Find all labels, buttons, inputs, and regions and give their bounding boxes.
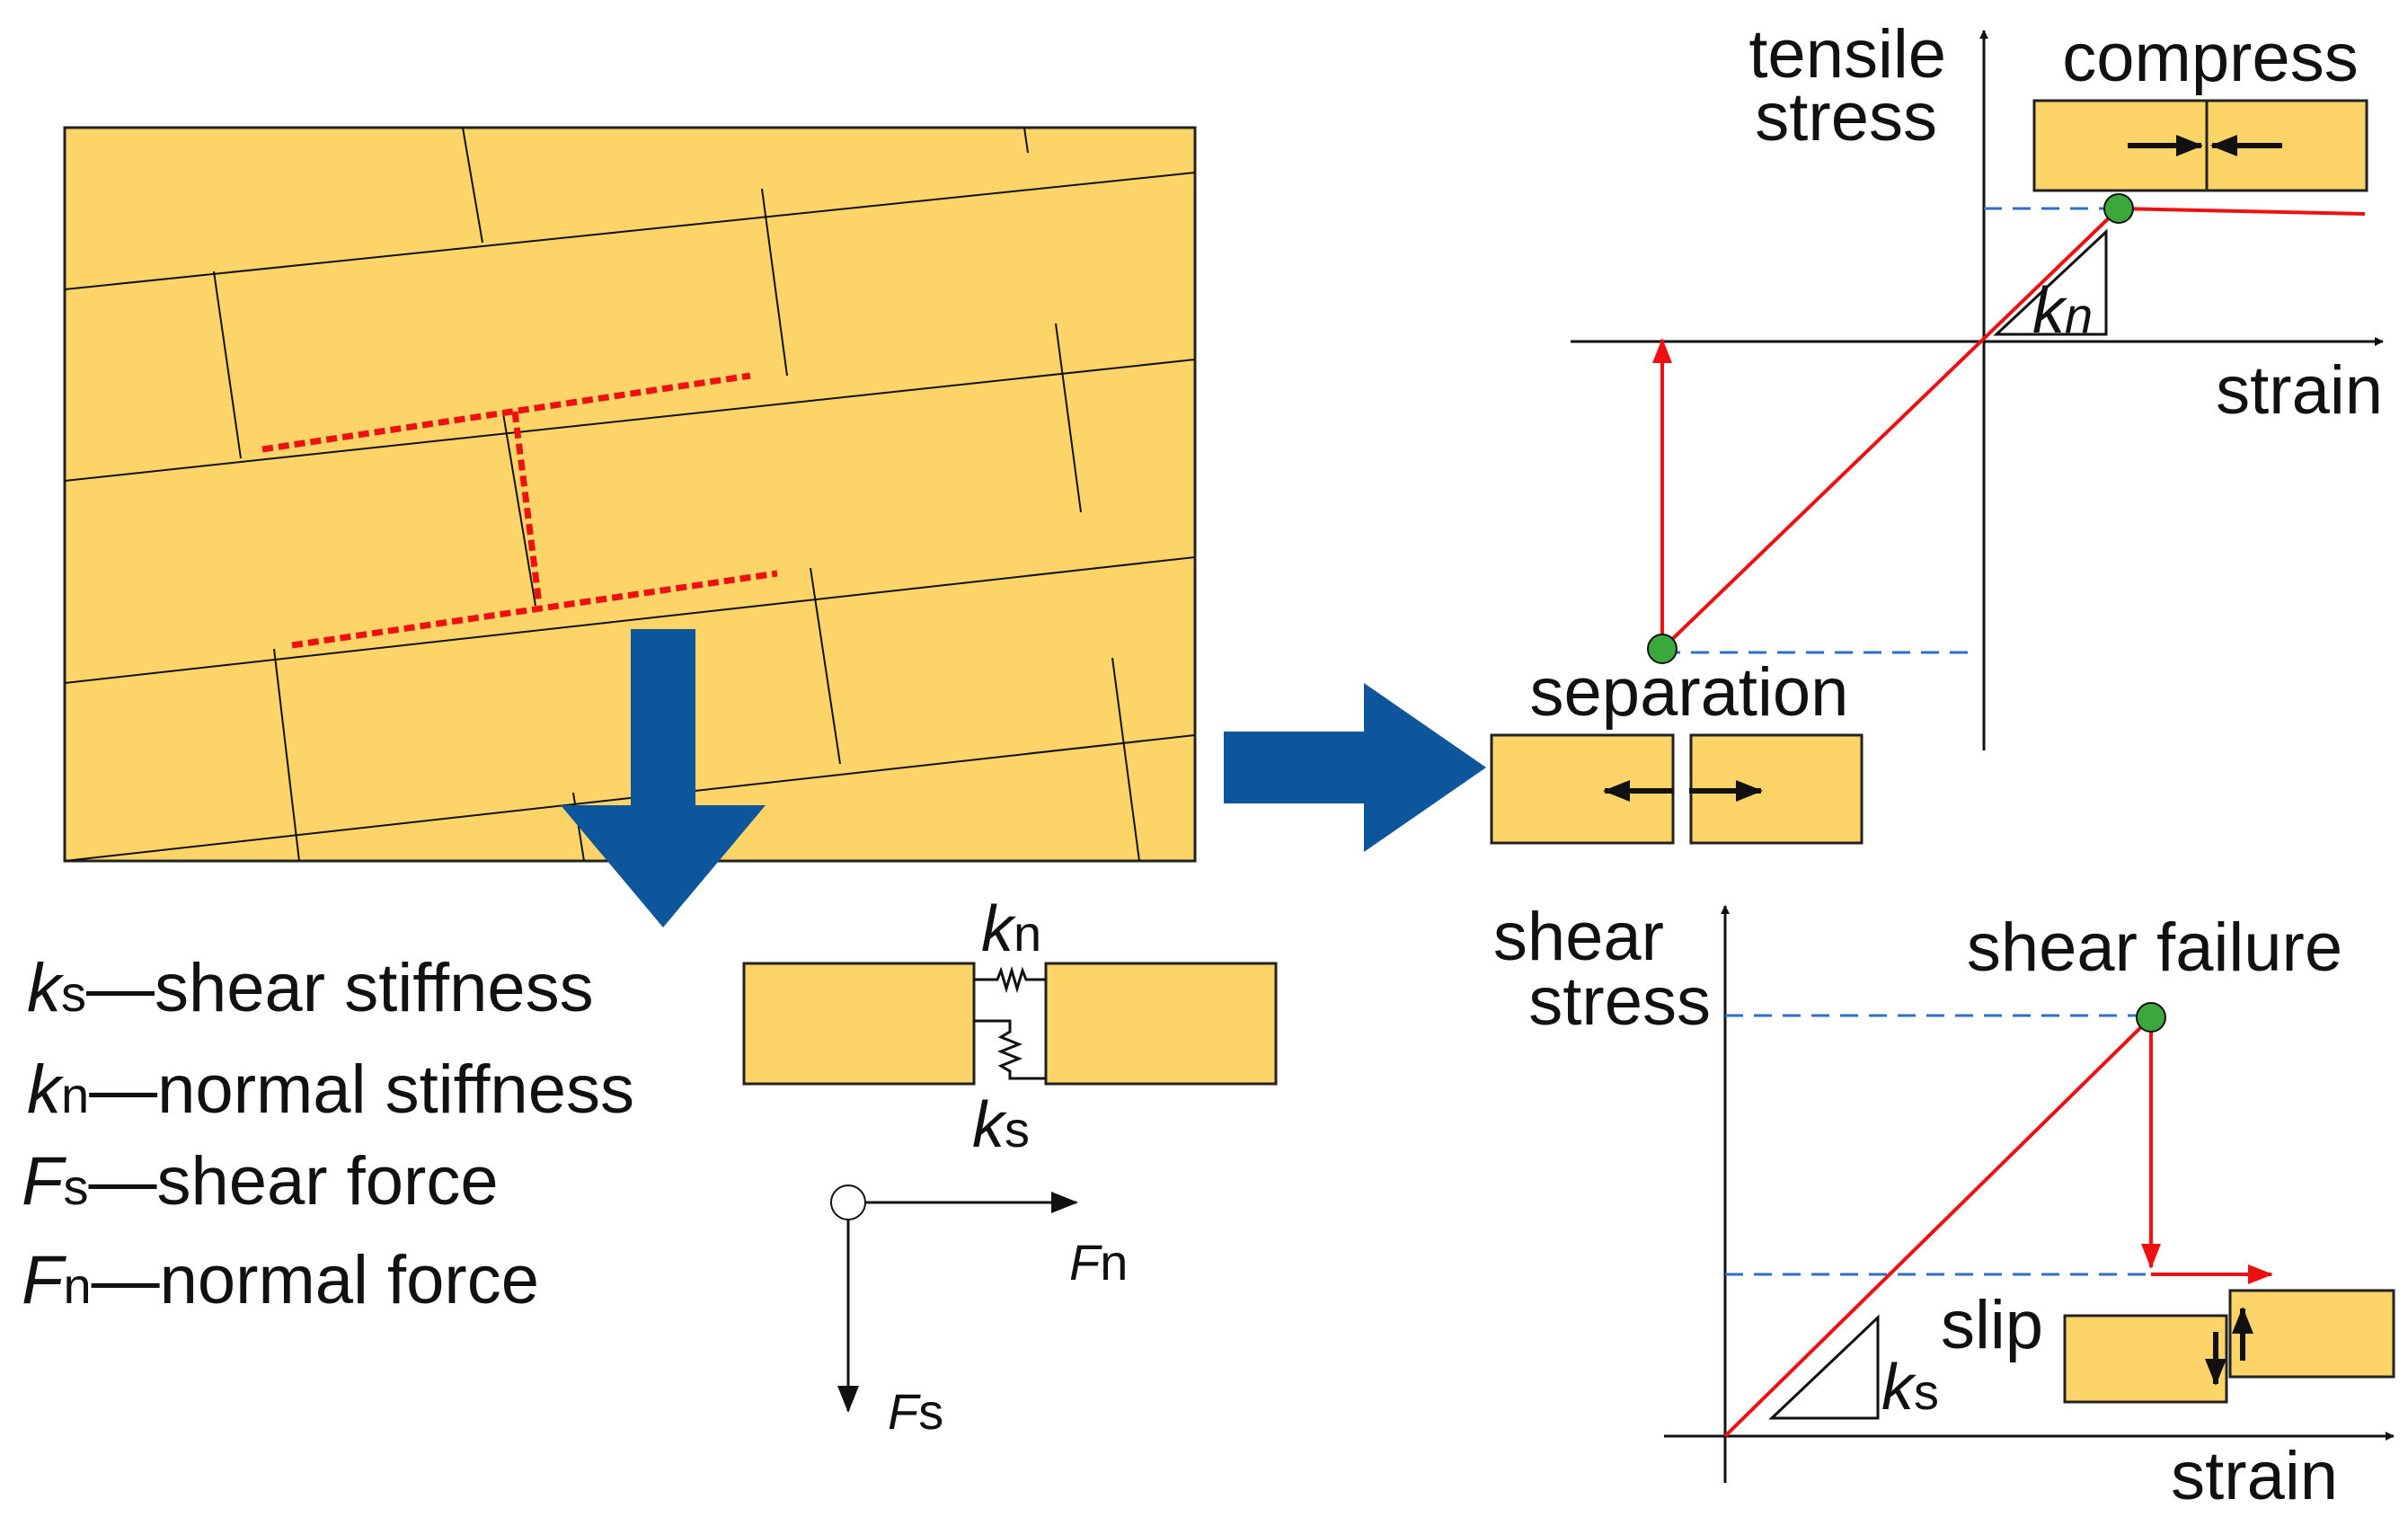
separation-point: [1647, 634, 1678, 664]
shear-graph: shear stress strain shear failure ks sli…: [1493, 899, 2395, 1514]
tensile-xlabel: strain: [2216, 352, 2383, 429]
legend-row-fn: Fn—normal force: [22, 1242, 539, 1318]
legend: ks—shear stiffness kn—normal stiffness F…: [22, 950, 634, 1318]
tensile-ylabel-1: tensile: [1748, 16, 1946, 93]
shear-failure-point: [2136, 1002, 2166, 1033]
kn-label: kn: [981, 893, 1041, 965]
wall-joints: [65, 128, 1195, 861]
spring-contact-model: kn ks Fn Fs: [742, 893, 1278, 1440]
right-arrow-icon: [1224, 683, 1486, 852]
ks-slope-triangle: [1768, 1314, 1880, 1420]
shear-ylabel-2: stress: [1528, 963, 1711, 1040]
compress-label: compress: [2062, 20, 2358, 96]
masonry-wall: [63, 126, 1197, 863]
shear-failure-label: shear failure: [1967, 909, 2342, 986]
tensile-limit-point: [2103, 193, 2134, 224]
legend-row-ks: ks—shear stiffness: [27, 950, 594, 1026]
wall-background: [63, 126, 1197, 863]
tensile-model-curve: [1660, 206, 2366, 651]
fs-label: Fs: [888, 1383, 943, 1440]
kn-slope-triangle: [1993, 228, 2108, 336]
right-block: [1044, 962, 1278, 1086]
normal-spring: [974, 965, 1046, 994]
left-block: [742, 962, 976, 1086]
shear-model-curve: [1723, 1016, 2153, 1438]
origin-node: [830, 1184, 866, 1220]
tensile-graph: tensile stress strain kn compress separa…: [1490, 16, 2384, 845]
tensile-ylabel-2: stress: [1755, 79, 1937, 155]
slip-block-left: [2063, 1314, 2228, 1404]
ks-label: ks: [972, 1089, 1030, 1161]
shear-ylabel-1: shear: [1493, 899, 1664, 975]
slip-label: slip: [1941, 1287, 2043, 1363]
shear-xlabel: strain: [2171, 1438, 2338, 1514]
down-arrow-icon: [561, 629, 766, 927]
separation-label: separation: [1530, 654, 1849, 731]
slip-arrows-icon: [2205, 1307, 2253, 1386]
legend-row-fs: Fs—shear force: [22, 1143, 499, 1220]
kn-slope-label: kn: [2032, 275, 2093, 347]
slip-block-right: [2228, 1289, 2395, 1379]
fn-label: Fn: [1069, 1234, 1128, 1291]
shear-spring: [974, 1019, 1046, 1080]
legend-row-kn: kn—normal stiffness: [27, 1051, 634, 1128]
ks-slope-label: ks: [1881, 1352, 1939, 1424]
highlighted-joints: [261, 372, 778, 649]
